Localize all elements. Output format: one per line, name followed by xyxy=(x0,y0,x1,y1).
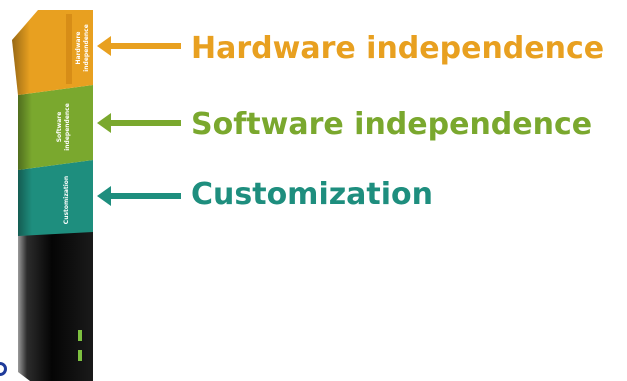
layer-hardware-block xyxy=(12,10,93,95)
base-led-1 xyxy=(78,330,82,341)
callout-customization: Customization xyxy=(191,177,434,212)
arrow-customization xyxy=(97,186,181,206)
svg-text:independence: independence xyxy=(64,103,71,151)
svg-text:independence: independence xyxy=(83,24,90,72)
layer-software-block xyxy=(18,85,93,170)
corner-circle-icon xyxy=(0,362,7,376)
tower-label-customization: Customization xyxy=(63,176,70,224)
callout-software-independence: Software independence xyxy=(191,107,593,142)
layer-customization-shade xyxy=(18,168,32,236)
tower-label-software: Software independence xyxy=(56,103,71,151)
arrow-software xyxy=(97,113,181,133)
svg-text:Software: Software xyxy=(56,112,63,143)
svg-text:Hardware: Hardware xyxy=(75,32,82,65)
layer-software-shade xyxy=(18,93,32,170)
base-led-2 xyxy=(78,350,82,361)
layer-hardware-vent xyxy=(66,14,72,84)
tower-base xyxy=(18,232,93,381)
layer-customization-block xyxy=(18,160,93,236)
device-tower: Hardware independence Software independe… xyxy=(12,10,93,381)
layer-hardware-shade xyxy=(12,20,30,95)
tower-label-hardware: Hardware independence xyxy=(75,24,90,72)
callout-hardware-independence: Hardware independence xyxy=(191,31,605,66)
arrow-hardware xyxy=(97,36,181,56)
svg-text:Customization: Customization xyxy=(63,176,70,224)
